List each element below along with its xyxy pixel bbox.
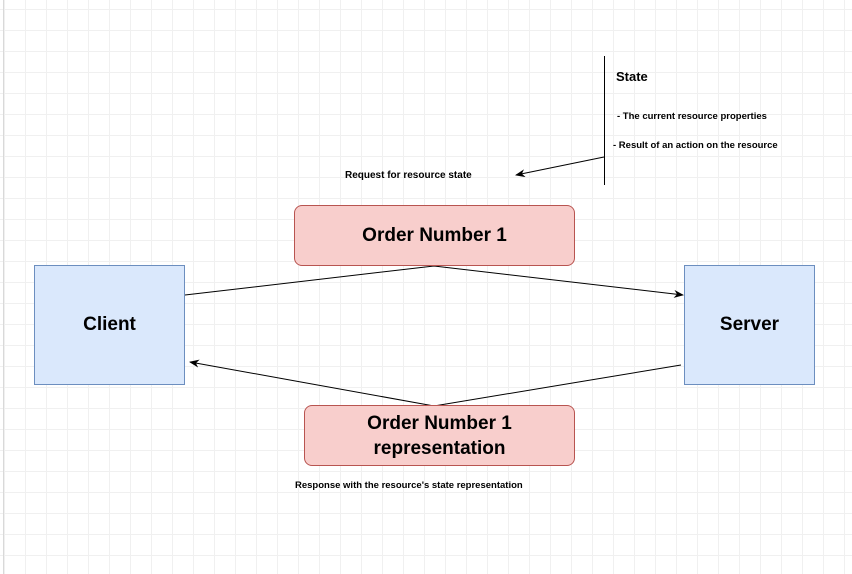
server-node[interactable]: Server: [684, 265, 815, 385]
order-response-label-line1: Order Number 1: [367, 412, 512, 434]
request-label: Request for resource state: [345, 170, 472, 181]
canvas-left-border: [3, 0, 4, 574]
order-response-node[interactable]: Order Number 1 representation: [304, 405, 575, 466]
response-label: Response with the resource's state repre…: [295, 480, 523, 491]
state-note-item: - Result of an action on the resource: [613, 140, 778, 151]
client-label: Client: [83, 314, 136, 335]
state-note-title: State: [616, 69, 648, 84]
client-node[interactable]: Client: [34, 265, 185, 385]
state-note-bracket: [604, 56, 605, 185]
response-edge[interactable]: [189, 359, 682, 407]
order-request-label: Order Number 1: [362, 225, 507, 246]
order-response-label-line2: representation: [373, 437, 506, 459]
state-note-arrow[interactable]: [515, 156, 605, 178]
request-edge[interactable]: [184, 265, 684, 298]
state-note-item: - The current resource properties: [617, 111, 767, 122]
server-label: Server: [719, 314, 780, 335]
order-request-node[interactable]: Order Number 1: [294, 205, 575, 266]
